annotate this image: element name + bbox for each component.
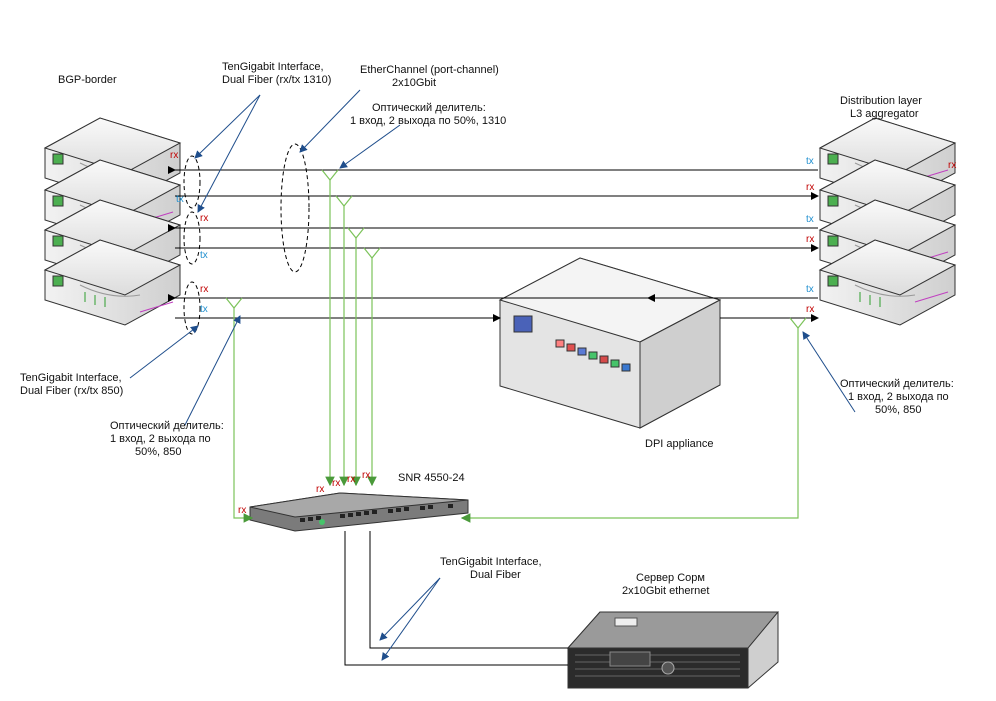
distribution-label-2: L3 aggregator: [850, 108, 919, 120]
splitter-right-label-3: 50%, 850: [875, 404, 922, 416]
rx-label: rx: [332, 478, 341, 489]
tengig-left-label-2: Dual Fiber (rx/tx 850): [20, 385, 124, 397]
optical-splitter-taps: [225, 169, 807, 523]
dpi-appliance: [498, 257, 722, 429]
tx-label: tx: [806, 214, 814, 225]
server-links: [344, 531, 568, 666]
tx-label: tx: [806, 156, 814, 167]
snr-label: SNR 4550-24: [398, 472, 465, 484]
distribution-label-1: Distribution layer: [840, 95, 922, 107]
tx-label: tx: [806, 284, 814, 295]
link-lines: [168, 166, 819, 322]
rx-label: rx: [806, 304, 815, 315]
splitter-top-label-2: 1 вход, 2 выхода по 50%, 1310: [350, 115, 507, 127]
interface-ellipses: [183, 143, 310, 335]
splitter-left-label-3: 50%, 850: [135, 446, 182, 458]
sorm-server: [566, 611, 780, 689]
splitter-right-label-1: Оптический делитель:: [840, 378, 954, 390]
etherchannel-label-2: 2x10Gbit: [392, 77, 437, 89]
tengig-left-label-1: TenGigabit Interface,: [20, 372, 122, 384]
sorm-label-1: Сервер Сорм: [636, 572, 705, 584]
tengig-top-label-2: Dual Fiber (rx/tx 1310): [222, 74, 332, 86]
rx-label: rx: [238, 505, 247, 516]
splitter-left-label-2: 1 вход, 2 выхода по: [110, 433, 211, 445]
rx-label: rx: [347, 474, 356, 485]
rx-label: rx: [806, 234, 815, 245]
rx-label: rx: [806, 182, 815, 193]
tx-label: tx: [200, 250, 208, 261]
callout-arrows: [129, 89, 856, 661]
rx-label: rx: [170, 150, 179, 161]
tengig-top-label-1: TenGigabit Interface,: [222, 61, 324, 73]
bgp-border-router-stack: [43, 117, 182, 326]
rx-label: rx: [200, 284, 209, 295]
tengig-bottom-label-2: Dual Fiber: [470, 569, 521, 581]
tx-label: tx: [176, 194, 184, 205]
rx-label: rx: [362, 470, 371, 481]
snr-switch: [249, 492, 469, 532]
splitter-top-label-1: Оптический делитель:: [372, 102, 486, 114]
splitter-right-label-2: 1 вход, 2 выхода по: [848, 391, 949, 403]
rx-label: rx: [316, 484, 325, 495]
distribution-router-stack: [818, 117, 957, 326]
etherchannel-label-1: EtherChannel (port-channel): [360, 64, 499, 76]
bgp-border-label: BGP-border: [58, 74, 117, 86]
splitter-left-label-1: Оптический делитель:: [110, 420, 224, 432]
tx-label: tx: [200, 304, 208, 315]
rx-label: rx: [200, 213, 209, 224]
tengig-bottom-label-1: TenGigabit Interface,: [440, 556, 542, 568]
dpi-label: DPI appliance: [645, 438, 714, 450]
rx-label: rx: [948, 160, 957, 171]
sorm-label-2: 2x10Gbit ethernet: [622, 585, 710, 597]
